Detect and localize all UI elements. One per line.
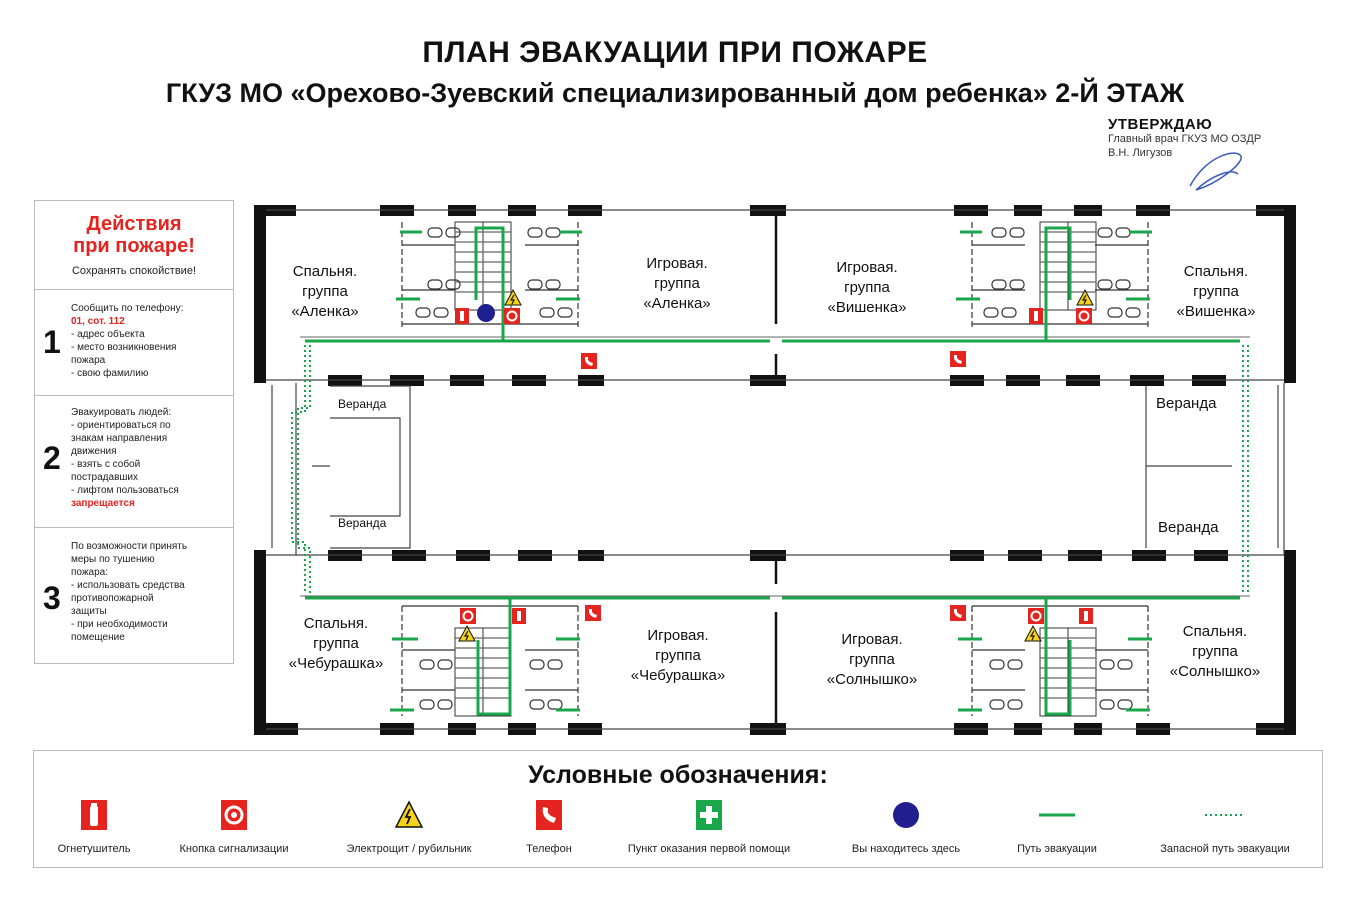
you-are-here-marker: [477, 304, 495, 322]
evacuation-path-icon: [1039, 813, 1075, 817]
signature-icon: [1189, 152, 1242, 191]
fire-actions-heading: Действия при пожаре!: [73, 213, 195, 257]
plan-phone-icons: [581, 351, 966, 621]
evacuation-path: [305, 226, 1240, 716]
first-aid-icon: [696, 800, 722, 830]
step-2: 2 Эвакуировать людей: - ориентироваться …: [35, 395, 233, 528]
plan-subtitle: ГКУЗ МО «Орехово-Зуевский специализирова…: [165, 78, 1185, 108]
veranda-label-left-top: Веранда: [338, 397, 387, 411]
core-top-left: [401, 221, 579, 330]
calm-note: Сохранять спокойствие!: [71, 265, 196, 277]
room-playroom-alenka: Игровая.группа«Аленка»: [643, 255, 711, 312]
legend: Условные обозначения: Огнетушитель Кнопк…: [33, 750, 1323, 868]
reserve-path-icon: [1205, 814, 1245, 816]
you-are-here-icon: [893, 802, 919, 828]
room-playroom-vishenka: Игровая.группа«Вишенка»: [827, 259, 907, 316]
phone-icon: [536, 800, 562, 830]
legend-item-extinguisher: Огнетушитель: [44, 799, 144, 855]
legend-item-you-are-here: Вы находитесь здесь: [836, 799, 976, 855]
inner-walls: [266, 209, 1285, 730]
approval-name: В.Н. Лигузов: [1108, 147, 1173, 159]
veranda-label-left-bottom: Веранда: [338, 516, 387, 530]
plan-title: ПЛАН ЭВАКУАЦИИ ПРИ ПОЖАРЕ: [422, 36, 928, 69]
legend-item-evacuation-path: Путь эвакуации: [1002, 799, 1112, 855]
plan-extinguisher-icons: [455, 308, 1093, 624]
legend-item-reserve-path: Запасной путь эвакуации: [1140, 799, 1310, 855]
step-1: 1 Сообщить по телефону: 01, сот. 112 - а…: [35, 289, 233, 396]
room-bedroom-cheburashka: Спальня.группа«Чебурашка»: [288, 615, 384, 672]
step-3: 3 По возможности принять меры по тушению…: [35, 527, 233, 664]
approval-block: УТВЕРЖДАЮ Главный врач ГКУЗ МО ОЗДР В.Н.…: [1108, 116, 1262, 160]
legend-title: Условные обозначения:: [528, 761, 828, 789]
approval-heading: УТВЕРЖДАЮ: [1108, 116, 1213, 133]
core-bottom-left: [401, 605, 579, 717]
core-bottom-right: [971, 605, 1149, 717]
legend-item-phone: Телефон: [504, 799, 594, 855]
veranda-label-right-bottom: Веранда: [1158, 519, 1219, 536]
room-playroom-solnyshko: Игровая.группа«Солнышко»: [826, 631, 918, 688]
reserve-evacuation-path: [291, 345, 1249, 594]
step-1-text: Сообщить по телефону: 01, сот. 112 - адр…: [71, 303, 184, 379]
room-playroom-cheburashka: Игровая.группа«Чебурашка»: [630, 627, 726, 684]
extinguisher-icon: [81, 800, 107, 830]
electrical-panel-icon: [394, 800, 424, 828]
step-3-text: По возможности принять меры по тушению п…: [71, 541, 188, 643]
plan-electrical-panel-icons: [458, 289, 1094, 642]
core-top-right: [971, 221, 1149, 330]
step-2-text: Эвакуировать людей: - ориентироваться по…: [71, 407, 179, 509]
approval-position: Главный врач ГКУЗ МО ОЗДР: [1108, 133, 1262, 145]
room-bedroom-solnyshko: Спальня.группа«Солнышко»: [1169, 623, 1261, 680]
legend-item-electrical-panel: Электрощит / рубильник: [334, 799, 484, 855]
alarm-button-icon: [221, 800, 247, 830]
room-bedroom-vishenka: Спальня.группа«Вишенка»: [1176, 263, 1256, 320]
veranda-label-right-top: Веранда: [1156, 395, 1217, 412]
legend-item-alarm-button: Кнопка сигнализации: [164, 799, 304, 855]
room-bedroom-alenka: Спальня.группа«Аленка»: [291, 263, 359, 320]
fire-actions-panel: Действия при пожаре! Сохранять спокойств…: [34, 200, 234, 664]
legend-item-first-aid: Пункт оказания первой помощи: [614, 799, 804, 855]
